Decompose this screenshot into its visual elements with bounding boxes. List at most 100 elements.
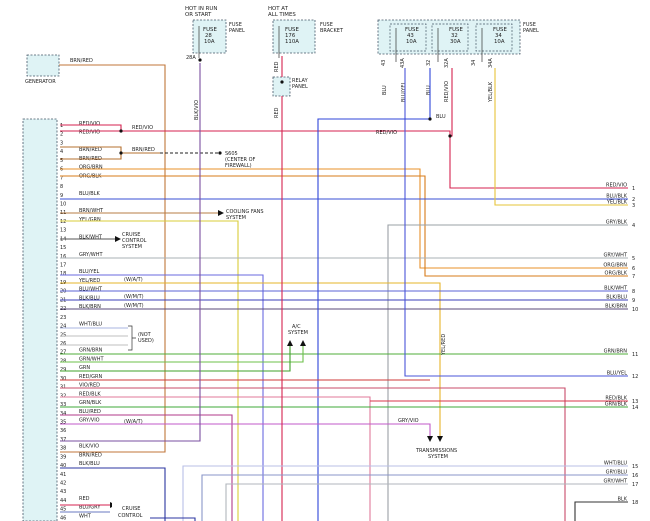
right-pin-number: 8 [632, 289, 635, 295]
left-pin-number: 43 [60, 489, 66, 495]
relay-panel-2: PANEL [292, 84, 308, 90]
wire-label-blu-b: BLU [426, 85, 432, 95]
relay-panel-box [272, 76, 291, 97]
wire-label-red-b: RED [274, 107, 280, 118]
arrow-ac-2 [300, 340, 306, 346]
left-pin-number: 13 [60, 228, 66, 234]
left-pin-wire-color: BRN/RED [79, 147, 102, 153]
label-not-used-2: USED) [138, 338, 154, 344]
left-pin-number: 7 [60, 175, 63, 181]
fuse-34-pin: 34 [471, 60, 477, 66]
right-pin-number: 16 [632, 473, 638, 479]
right-pin-wire-color: GRN/BLK [605, 402, 628, 408]
left-pin-number: 15 [60, 245, 66, 251]
hot-at-all-times-label-1: HOT AT [268, 6, 289, 12]
label-ac: A/C [292, 324, 301, 330]
wire-grn-wht [60, 346, 304, 363]
label-yel-red-vert: YEL/RED [441, 334, 447, 356]
wire-blu-yel [60, 274, 264, 521]
right-pin-number: 15 [632, 464, 638, 470]
left-pin-number: 32 [60, 393, 66, 399]
wire-red-vio-loop [60, 124, 122, 132]
left-pin-number: 5 [60, 158, 63, 164]
left-pin-wire-color: GRY/VIO [79, 417, 100, 423]
right-pin-number: 13 [632, 399, 638, 405]
splice-dot-a [119, 129, 123, 133]
fuse-32-amp: 30A [450, 39, 461, 45]
right-pin-wire-color: RED/VIO [606, 183, 627, 189]
right-pin-wire-color: GRY/BLU [606, 470, 628, 476]
right-pin-wire-color: WHT/BLU [604, 461, 627, 467]
fuse-panel-right-box [377, 19, 521, 55]
splice-dot-b [119, 151, 123, 155]
fuse-bracket-2: BRACKET [320, 28, 344, 34]
wire-blk-vio [60, 63, 201, 442]
left-pin-wire-color: YEL/RED [78, 278, 100, 284]
right-pin-wire-color: GRY/WHT [603, 479, 627, 485]
right-pin-wire-color: BLU/BLK [606, 194, 628, 200]
splice-dot-s605 [218, 151, 222, 155]
splice-dot-d [428, 117, 432, 121]
left-pin-number: 4 [60, 149, 63, 155]
wire-wht-blu-right [182, 465, 628, 521]
left-pin-wire-color: WHT/BLU [79, 322, 102, 328]
left-pin-number: 34 [60, 411, 66, 417]
left-pin-number: 1 [60, 123, 63, 129]
wire-gry-wht-17 [225, 483, 628, 521]
right-pin-number: 7 [632, 274, 635, 280]
relay-panel-1: RELAY [292, 78, 309, 84]
wire-blu-red [60, 414, 233, 521]
left-pin-wire-color: RED/BLK [79, 391, 101, 397]
right-pin-number: 4 [632, 223, 635, 229]
fuse-bracket-1: FUSE [320, 22, 333, 28]
label-red-vio-right: RED/VIO [376, 130, 397, 136]
fuse-28-amp: 10A [204, 39, 215, 45]
left-pin-wire-color: GRN [79, 365, 90, 371]
left-pin-wire-color: BLU/YEL [79, 269, 100, 275]
label-cruise-bottom-2: CONTROL [118, 513, 143, 519]
left-pin-number: 37 [60, 437, 66, 443]
fuse-32-pin: 32 [426, 60, 432, 66]
label-cruise-3: SYSTEM [122, 244, 142, 250]
fuse-43-num: 43 [407, 33, 414, 39]
hot-at-all-times-label-2: ALL TIMES [268, 12, 296, 18]
left-pin-wire-color: GRN/BRN [79, 348, 103, 354]
label-s605-2: (CENTER OF [225, 157, 256, 163]
label-wat: (W/A/T) [124, 277, 143, 283]
left-pin-wire-color: ORG/BRN [79, 165, 103, 171]
left-pin-wire-color: BLK/BLU [79, 295, 100, 301]
wire-gry-blu [201, 474, 628, 521]
left-pin-wire-color: GRN/WHT [79, 356, 104, 362]
left-pin-number: 2 [60, 132, 63, 138]
wire-blu-main [317, 68, 431, 521]
label-cruise-2: CONTROL [122, 238, 147, 244]
left-pin-number: 40 [60, 463, 66, 469]
right-pin-wire-color: BLK/WHT [604, 286, 628, 292]
wire-org-brn [60, 168, 628, 269]
fuse-176-amp: 110A [285, 39, 299, 45]
left-pin-number: 23 [60, 315, 66, 321]
fuse-43-name: FUSE [405, 27, 419, 33]
left-pin-number: 39 [60, 454, 66, 460]
left-pin-number: 3 [60, 140, 63, 146]
right-pin-number: 5 [632, 256, 635, 262]
left-pin-wire-color: BLK/BRN [79, 304, 101, 310]
left-pin-number: 44 [60, 498, 66, 504]
left-pin-number: 12 [60, 219, 66, 225]
arrow-ac-1 [287, 340, 293, 346]
left-pin-wire-color: BRN/RED [79, 452, 102, 458]
right-pin-number: 14 [632, 405, 638, 411]
label-cruise: CRUISE [122, 232, 140, 238]
left-pin-wire-color: BLK/WHT [79, 234, 103, 240]
label-cruise-bottom: CRUISE [122, 506, 140, 512]
left-pin-number: 8 [60, 184, 63, 190]
right-pin-wire-color: BLK/BLU [606, 295, 627, 301]
left-pin-wire-color: BLU/RED [79, 409, 101, 415]
label-transmissions: TRANSMISSIONS [415, 448, 457, 454]
right-pin-wire-color: BLK [618, 497, 628, 503]
left-pin-wire-color: YEL/GRN [78, 217, 101, 223]
not-used-stubs [60, 335, 128, 346]
label-s605: S605 [225, 151, 238, 157]
left-pin-number: 36 [60, 428, 66, 434]
